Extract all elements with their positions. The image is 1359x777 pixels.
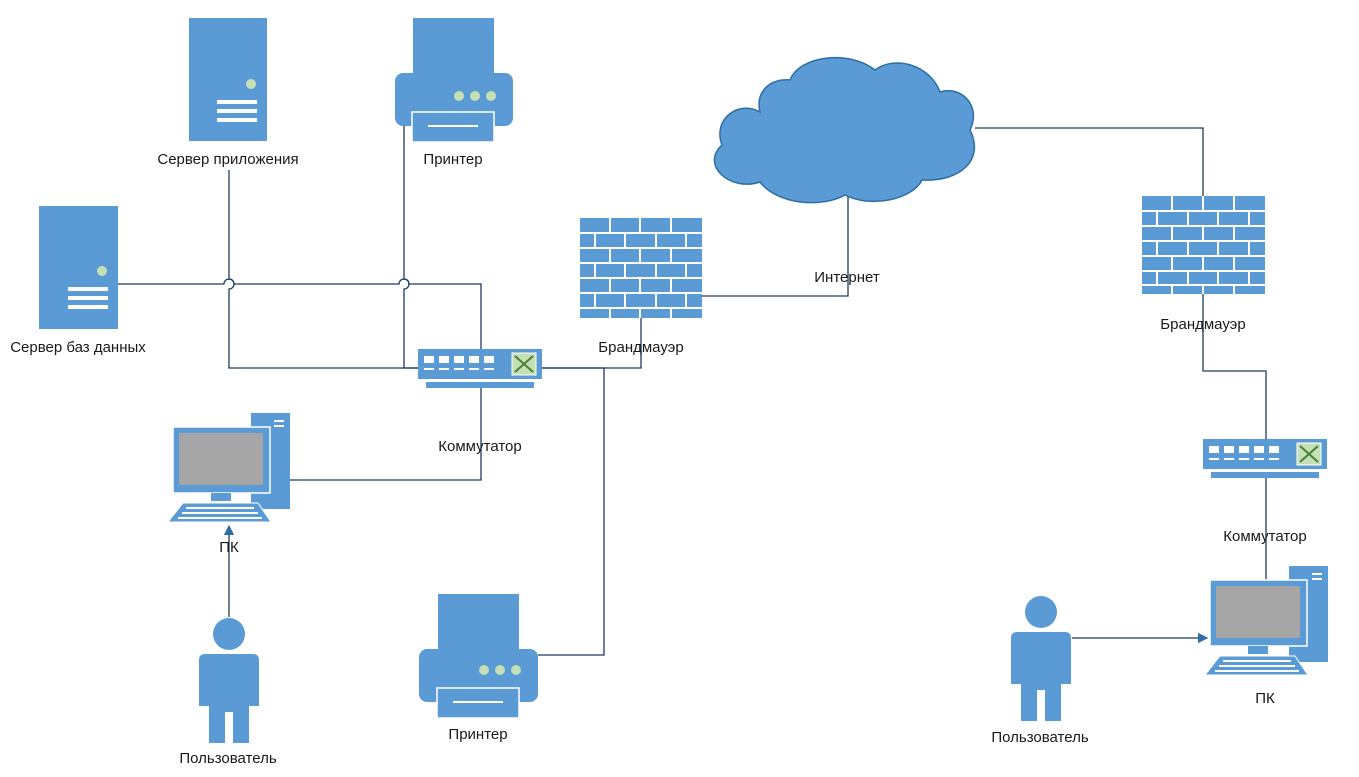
link-app-server-switch xyxy=(228,170,420,369)
switch-right-label: Коммутатор xyxy=(1223,528,1307,545)
pc-left-label: ПК xyxy=(219,539,239,556)
pc-left-icon[interactable] xyxy=(166,413,290,523)
internet-cloud-icon[interactable] xyxy=(713,57,976,204)
app-server-icon[interactable] xyxy=(189,18,267,141)
user-right-icon[interactable] xyxy=(1011,596,1071,721)
db-server-label: Сервер баз данных xyxy=(10,339,146,356)
switch-left-icon[interactable] xyxy=(418,349,542,388)
firewall-right-label: Брандмауэр xyxy=(1160,316,1246,333)
user-right-label: Пользователь xyxy=(991,729,1089,746)
switch-left-label: Коммутатор xyxy=(438,438,522,455)
printer-bottom-label: Принтер xyxy=(448,726,508,743)
firewall-right-icon[interactable] xyxy=(1142,196,1265,294)
user-left-label: Пользователь xyxy=(179,750,277,767)
connections xyxy=(118,125,1267,656)
printer-top-label: Принтер xyxy=(423,151,483,168)
firewall-left-label: Брандмауэр xyxy=(598,339,684,356)
firewall-left-icon[interactable] xyxy=(580,218,702,318)
link-printer-top-switch xyxy=(403,125,420,369)
app-server-label: Сервер приложения xyxy=(157,151,299,168)
link-switch-printer-bottom xyxy=(538,367,605,656)
link-internet-firewall-right xyxy=(975,127,1204,198)
db-server-icon[interactable] xyxy=(39,206,118,329)
link-firewall-right-switch-right xyxy=(1202,294,1267,440)
printer-top-icon[interactable] xyxy=(395,18,513,143)
internet-label: Интернет xyxy=(814,269,880,286)
pc-right-icon[interactable] xyxy=(1203,566,1328,676)
switch-right-icon[interactable] xyxy=(1203,439,1327,478)
link-pc-left-switch xyxy=(290,384,482,481)
pc-right-label: ПК xyxy=(1255,690,1275,707)
link-db-server-switch xyxy=(118,278,482,352)
user-left-icon[interactable] xyxy=(199,618,259,743)
printer-bottom-icon[interactable] xyxy=(419,594,538,719)
